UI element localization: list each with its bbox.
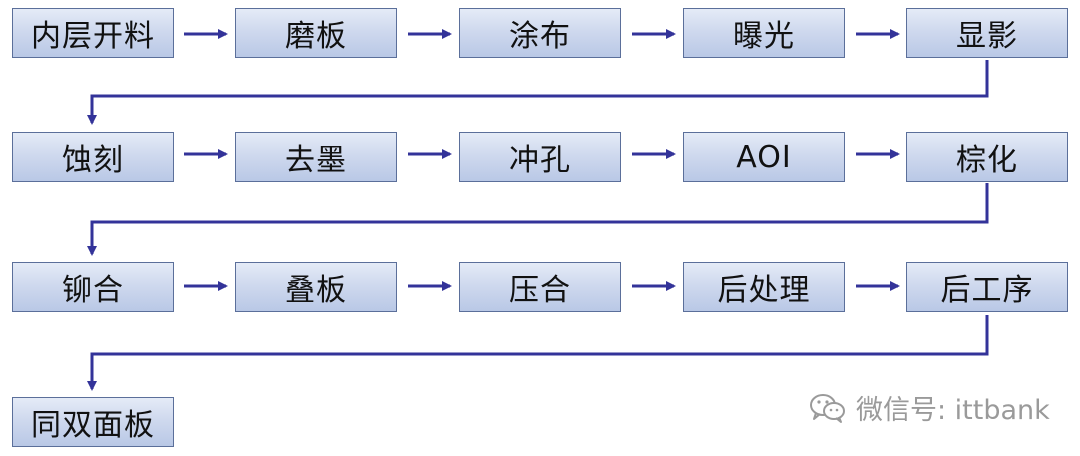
- watermark-text: 微信号: ittbank: [856, 395, 1050, 426]
- step-box: 涂布: [459, 8, 621, 58]
- step-box: 磨板: [235, 8, 397, 58]
- step-label: 磨板: [285, 19, 347, 54]
- step-label: 铆合: [62, 273, 124, 308]
- step-label: 棕化: [956, 143, 1018, 178]
- step-box: 后处理: [683, 262, 845, 312]
- step-label: 去墨: [285, 143, 347, 178]
- step-label: 涂布: [509, 19, 571, 54]
- step-label: 曝光: [733, 19, 795, 54]
- step-label: 蚀刻: [62, 143, 124, 178]
- step-box: 显影: [906, 8, 1068, 58]
- step-box: 铆合: [12, 262, 174, 312]
- wrap-arrow-row3-to-row4: [87, 315, 989, 391]
- step-box: 叠板: [235, 262, 397, 312]
- step-label: AOI: [736, 139, 792, 175]
- step-label: 同双面板: [31, 408, 155, 443]
- step-box: 同双面板: [12, 397, 174, 447]
- step-label: 显影: [956, 19, 1018, 54]
- wrap-arrow-row1-to-row2: [87, 60, 989, 125]
- step-box: 冲孔: [459, 132, 621, 182]
- watermark: 微信号: ittbank: [808, 388, 1050, 427]
- step-label: 冲孔: [509, 143, 571, 178]
- step-label: 内层开料: [31, 19, 155, 54]
- step-box: 压合: [459, 262, 621, 312]
- step-label: 后处理: [717, 273, 811, 308]
- wechat-icon: [810, 393, 845, 423]
- step-box: 去墨: [235, 132, 397, 182]
- step-box: 蚀刻: [12, 132, 174, 182]
- step-box: 曝光: [683, 8, 845, 58]
- step-label: 后工序: [940, 273, 1034, 308]
- step-label: 压合: [509, 273, 571, 308]
- step-box: 后工序: [906, 262, 1068, 312]
- step-box: AOI: [683, 132, 845, 182]
- step-box: 内层开料: [12, 8, 174, 58]
- step-box: 棕化: [906, 132, 1068, 182]
- step-label: 叠板: [285, 273, 347, 308]
- wrap-arrow-row2-to-row3: [87, 183, 989, 256]
